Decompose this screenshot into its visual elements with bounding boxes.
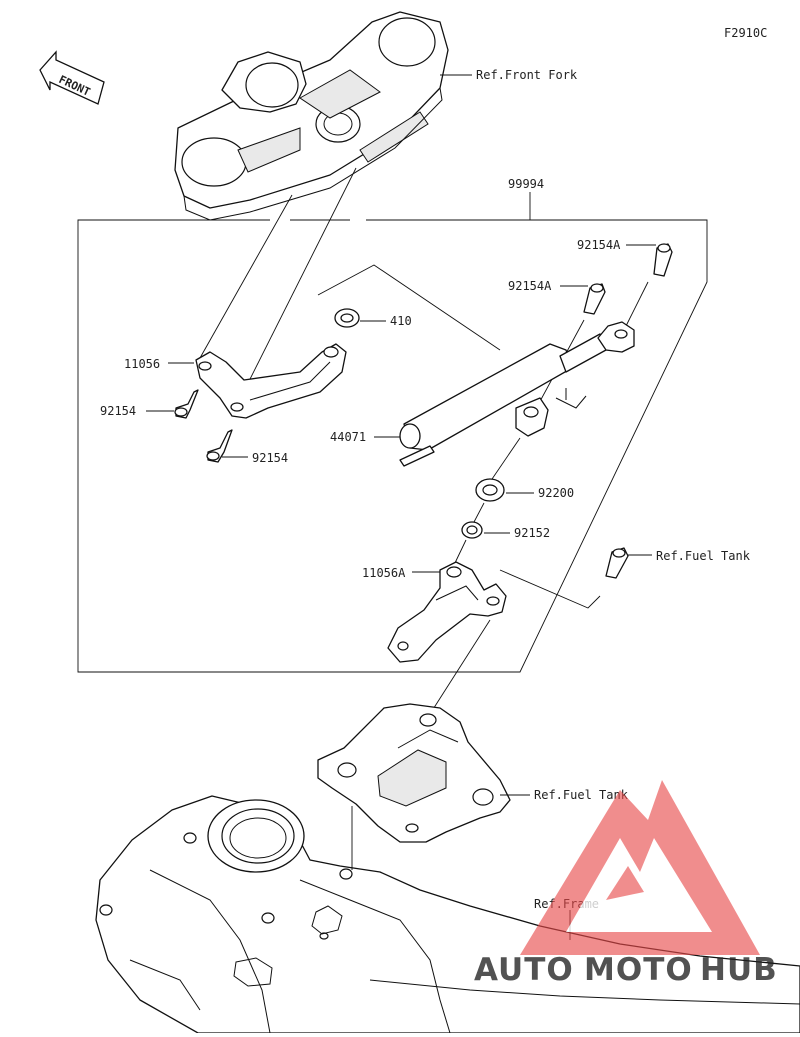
upper-triple-clamp <box>174 11 472 221</box>
front-arrow-icon: FRONT <box>39 50 105 105</box>
washer-92200 <box>475 478 505 502</box>
bracket-11056-label: 11056 <box>124 357 160 371</box>
bolt-92154a-top-label: 92154A <box>577 238 621 252</box>
steering-damper-44071 <box>399 321 635 467</box>
bolt-92154a-mid-label: 92154A <box>508 279 552 293</box>
frame <box>95 795 800 1034</box>
damper-44071-label: 44071 <box>330 430 366 444</box>
leader-line <box>199 194 293 359</box>
assembly-number-label: 99994 <box>508 177 544 191</box>
washer-92200-label: 92200 <box>538 486 574 500</box>
bolt-92154a-top <box>653 243 673 277</box>
watermark-auto: AUTO <box>474 952 574 988</box>
bracket-11056 <box>195 343 347 419</box>
assembly-outline <box>77 192 708 673</box>
bracket-11056a <box>387 561 507 663</box>
leader-line <box>237 167 357 404</box>
ref-fuel-tank-label-1: Ref.Fuel Tank <box>656 549 751 563</box>
collar-92152 <box>461 521 483 539</box>
fuel-tank-bolt <box>605 547 629 579</box>
bolt-92154-left <box>174 389 199 419</box>
washer-410 <box>334 308 360 328</box>
watermark-moto: MOTO <box>584 952 693 988</box>
watermark-hub: HUB <box>700 952 778 988</box>
bolt-92154-bottom <box>206 429 233 463</box>
bolt-92154-bottom-label: 92154 <box>252 451 288 465</box>
ref-front-fork-label: Ref.Front Fork <box>476 68 578 82</box>
ref-fuel-tank-label-2: Ref.Fuel Tank <box>534 788 629 802</box>
bolt-92154-left-label: 92154 <box>100 404 136 418</box>
automotohub-watermark-logo: AUTO MOTO HUB <box>474 780 778 988</box>
fuel-tank-mount <box>317 703 511 843</box>
figure-code: F2910C <box>724 26 767 40</box>
bracket-11056a-label: 11056A <box>362 566 406 580</box>
washer-410-label: 410 <box>390 314 412 328</box>
collar-92152-label: 92152 <box>514 526 550 540</box>
bolt-92154a-mid <box>583 283 606 315</box>
